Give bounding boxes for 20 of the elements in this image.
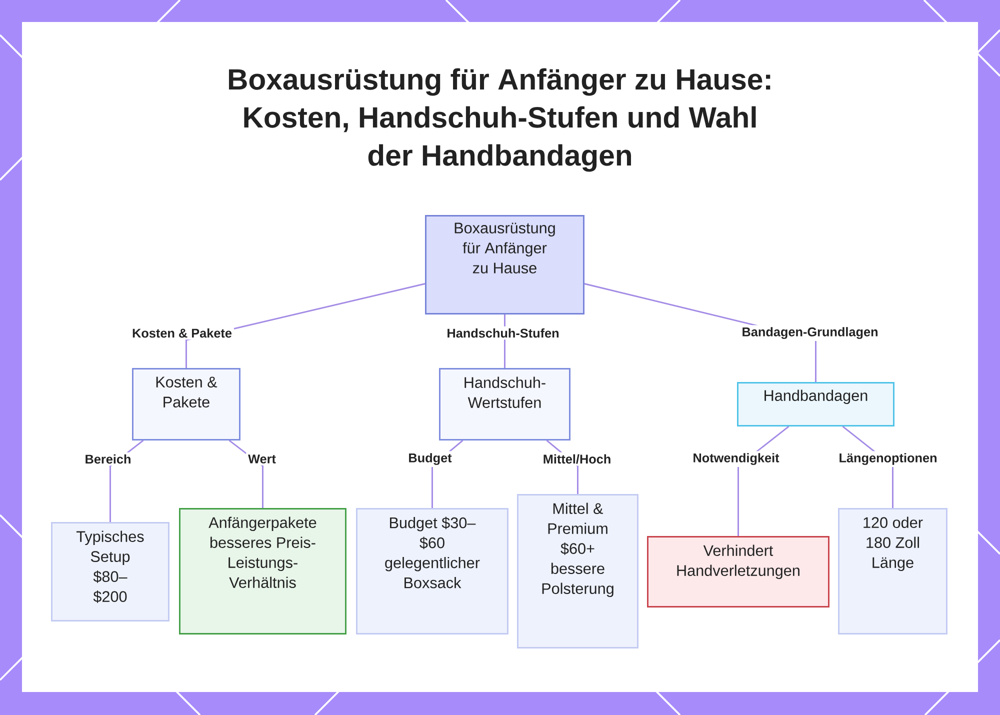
leaf-box: Budget $30– $60 gelegentlicher Boxsack [356, 508, 508, 634]
edge-label: Mittel/Hoch [540, 452, 614, 466]
leaf-box: Anfängerpakete besseres Preis- Leistungs- Verhältnis [179, 508, 346, 634]
edge-label: Längenoptionen [836, 451, 940, 467]
title: Boxausrüstung für Anfänger zu Hause: Kosten, Handschuh-Stufen und Wahl der Handbandagen [228, 68, 770, 172]
edge-label: Handschuh-Stufen [444, 326, 562, 340]
root-box: Boxausrüstung für Anfänger zu Hause [425, 215, 584, 314]
edge-label: Wert [246, 452, 278, 466]
edge-label: Kosten & Pakete [130, 326, 234, 340]
edge-label: Bandagen-Grundlagen [740, 325, 880, 341]
edge-label: Budget [406, 451, 454, 467]
leaf-box: 120 oder 180 Zoll Länge [838, 508, 948, 634]
edge-label: Bereich [82, 452, 134, 466]
leaf-box: Mittel & Premium $60+ bessere Polsterung [517, 494, 638, 648]
category-box: Handschuh- Wertstufen [439, 368, 570, 440]
leaf-box: Verhindert Handverletzungen [647, 536, 830, 608]
leaf-box: Typisches Setup $80– $200 [51, 522, 170, 622]
category-box: Kosten & Pakete [132, 368, 240, 440]
edge-label: Notwendigkeit [690, 451, 782, 467]
category-box: Handbandagen [737, 382, 894, 426]
